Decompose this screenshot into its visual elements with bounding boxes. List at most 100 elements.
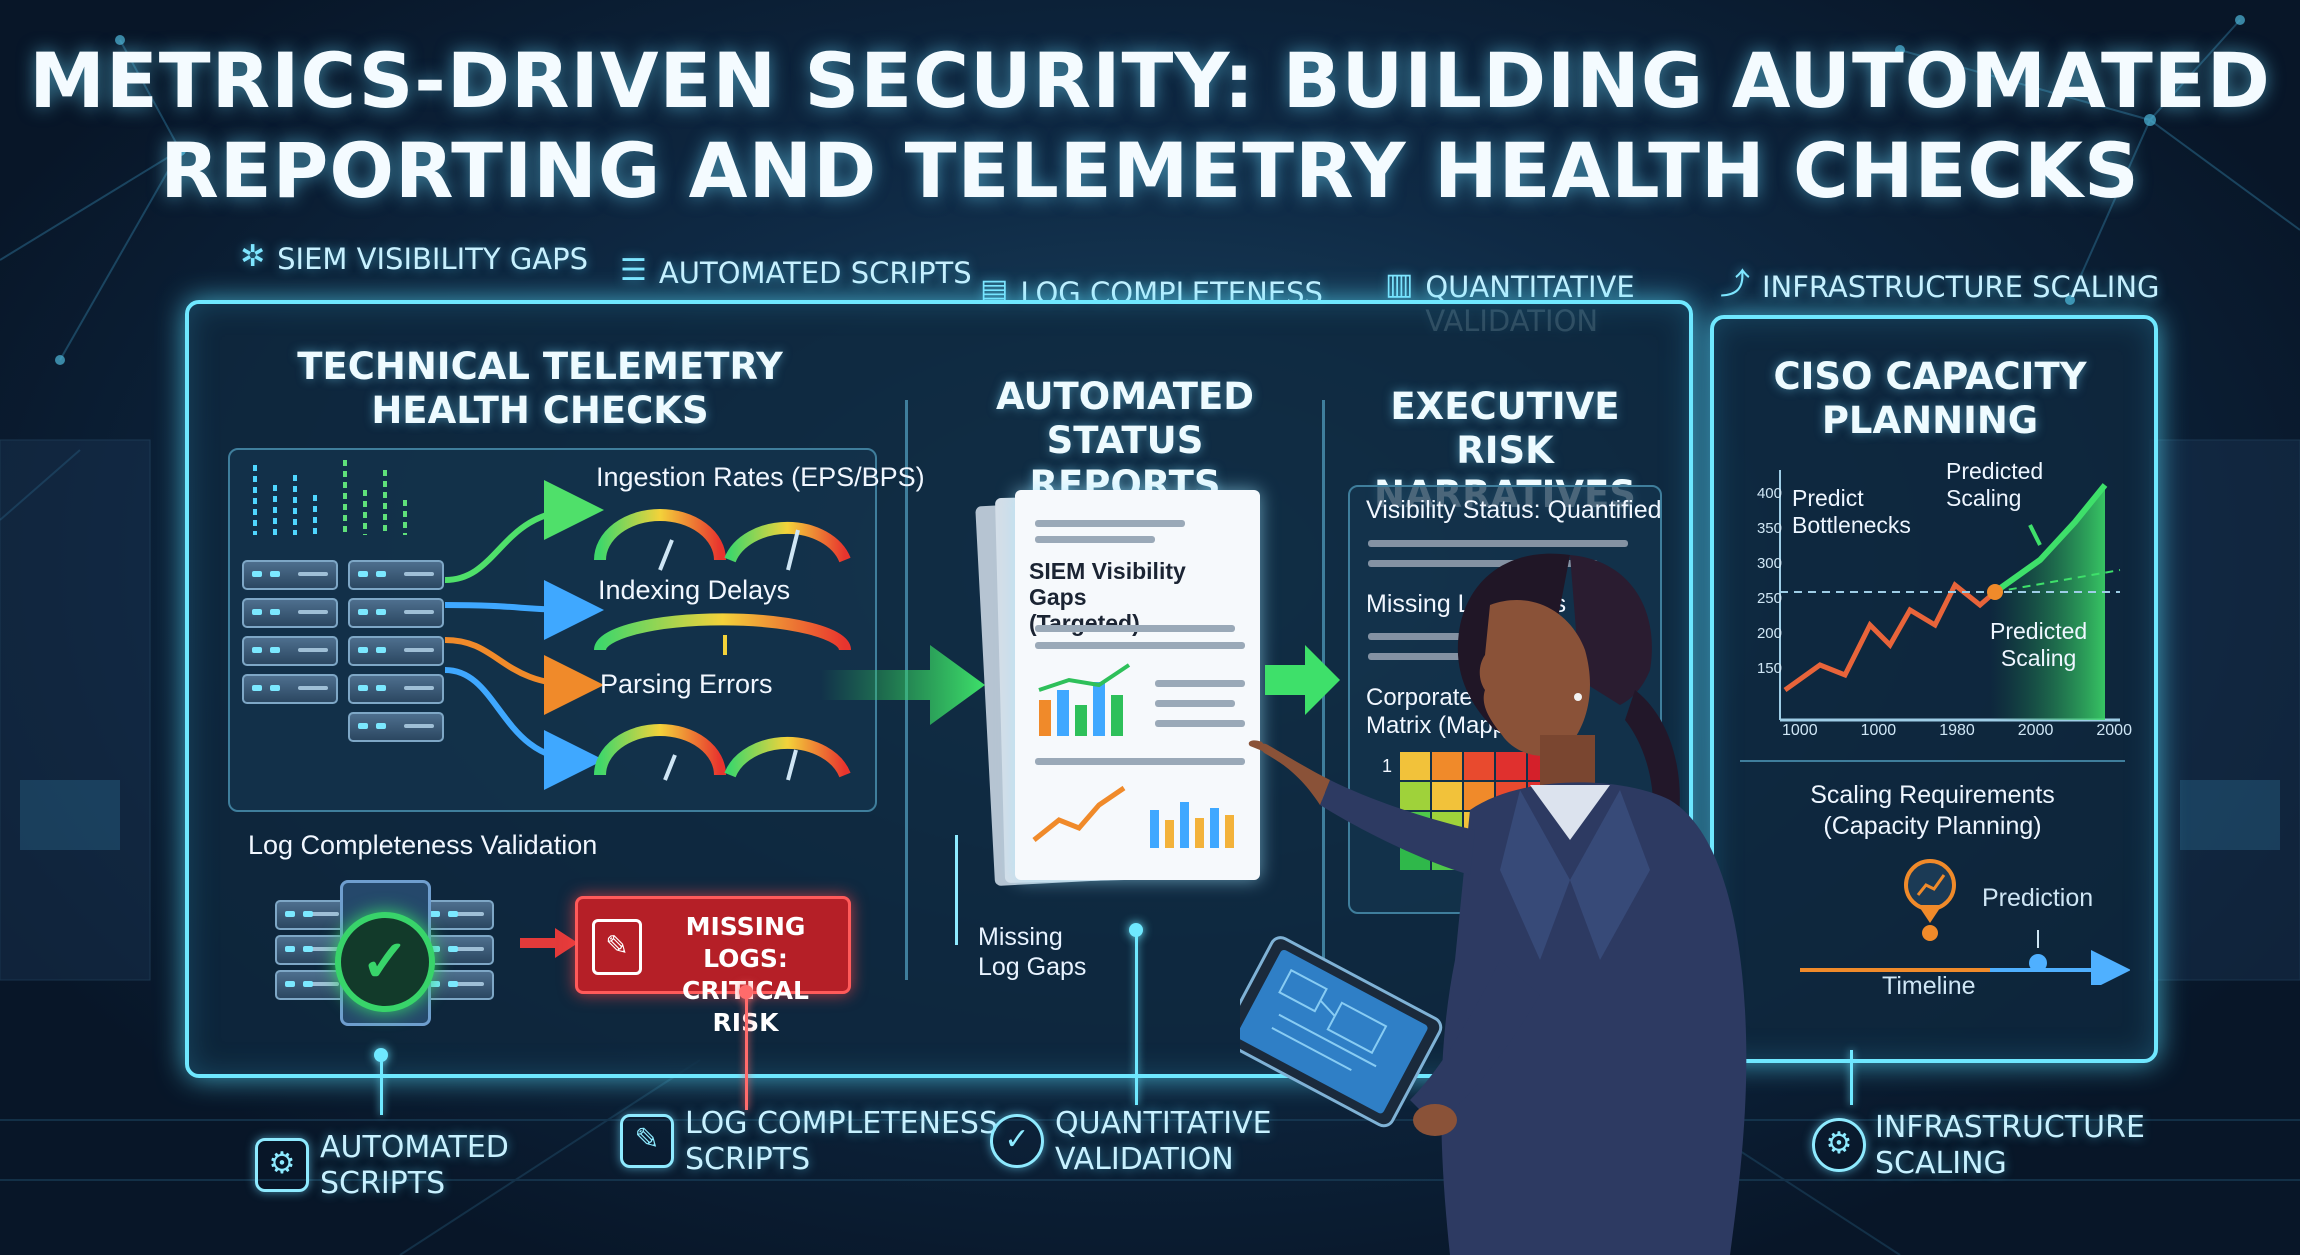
capacity-y-ticks: 400 350 300 250 200 150 [1742,476,1782,686]
missing-logs-alert: ✎ MISSING LOGS: CRITICAL RISK [575,896,851,1037]
connector-line [745,990,748,1110]
server-unit [275,900,349,930]
x-tick: 1000 [1860,722,1897,739]
server-unit [242,636,338,666]
doc-line [1155,700,1235,707]
flow-arrow-green-2 [1265,645,1340,715]
top-label-siem: ✲ SIEM VISIBILITY GAPS [240,239,589,277]
visibility-status-label: Visibility Status: Quantified [1366,496,1662,524]
telemetry-flow-arrows [444,480,851,790]
status-report-document: SIEM Visibility Gaps (Targeted) [1015,490,1260,880]
predicted-top-line2: Scaling [1946,485,2022,511]
callout-line1: Missing [978,923,1063,951]
bottom-label-infrastructure: INFRASTRUCTURE SCALING [1875,1110,2145,1182]
scaling-requirements-label: Scaling Requirements (Capacity Planning) [1760,780,2105,842]
doc-bar-chart-small [1150,802,1234,848]
server-unit [348,598,444,628]
predict-line2: Bottlenecks [1792,512,1911,538]
scaling-line2: (Capacity Planning) [1823,812,2042,840]
doc-line-chart [1032,785,1126,842]
telemetry-heading: TECHNICAL TELEMETRY HEALTH CHECKS [260,345,820,433]
predicted-scaling-top-label: Predicted Scaling [1946,458,2043,512]
missing-log-gaps-callout: Missing Log Gaps [978,922,1086,982]
server-unit [242,598,338,628]
doc-line [1155,680,1245,687]
script-gear-icon: ⚙ [255,1138,309,1192]
capacity-chart [1779,470,2121,722]
status-reports-heading-line1: AUTOMATED [995,375,1255,418]
document-edit-icon: ✎ [592,919,642,975]
bottom-label-log-completeness: LOG COMPLETENESS SCRIPTS [685,1106,998,1178]
prediction-label: Prediction [1982,884,2094,912]
bottom-label-line2: SCALING [1875,1146,2007,1181]
gear-icon: ⚙ [1812,1118,1866,1172]
top-label-scripts: ☰ AUTOMATED SCRIPTS [620,253,972,291]
predicted-mid-line2: Scaling [2000,645,2077,671]
ingestion-rates-label: Ingestion Rates (EPS/BPS) [596,462,925,492]
network-icon: ✲ [240,239,266,274]
doc-line [1035,536,1155,543]
ciso-heading: CISO CAPACITY PLANNING [1765,355,2095,443]
predict-line1: Predict [1792,485,1864,511]
x-tick: 1980 [1939,722,1975,739]
analyst-figure [1240,553,1747,1255]
bottom-label-line1: LOG COMPLETENESS [685,1106,999,1141]
matrix-row-1: 1 [1382,756,1393,776]
bottom-label-automated-scripts: AUTOMATED SCRIPTS [320,1130,509,1202]
indexing-delays-label: Indexing Delays [598,575,791,605]
predicted-scaling-mid-label: Predicted Scaling [1990,618,2087,672]
status-reports-heading: AUTOMATED STATUS REPORTS [955,375,1295,507]
telemetry-bars [253,460,407,535]
main-title-line2: REPORTING AND TELEMETRY HEALTH CHECKS [160,126,2140,215]
predict-bottlenecks-label: Predict Bottlenecks [1792,485,1911,539]
script-icon: ☰ [620,253,647,288]
callout-line2: Log Gaps [978,953,1087,981]
server-unit [242,674,338,704]
connector-line [1135,930,1138,1105]
predicted-top-line1: Predicted [1946,458,2044,484]
main-title-line1: METRICS-DRIVEN SECURITY: BUILDING AUTOMA… [29,36,2271,125]
check-circle-icon: ✓ [990,1114,1044,1168]
ciso-heading-line2: PLANNING [1821,399,2039,442]
parsing-errors-label: Parsing Errors [600,669,773,699]
bottom-label-line2: SCRIPTS [320,1166,446,1201]
connector-line [1850,1050,1853,1105]
y-tick: 200 [1756,625,1782,642]
check-icon: ✓ [335,912,435,1012]
scaling-line1: Scaling Requirements [1810,781,2055,809]
connector-line [380,1055,383,1115]
y-tick: 150 [1756,660,1782,677]
doc-title-line2: (Targeted) [1029,610,1140,636]
connector-node [739,985,753,999]
ciso-heading-line1: CISO CAPACITY [1773,355,2087,398]
timeline-label: Timeline [1882,972,1976,1000]
connector-node [1129,923,1143,937]
top-label-scripts-text: AUTOMATED SCRIPTS [658,256,972,290]
bottom-label-quantitative: QUANTITATIVE VALIDATION [1055,1106,1272,1178]
bottom-label-line2: VALIDATION [1055,1142,1234,1177]
y-tick: 250 [1756,590,1782,607]
timeline-graphic [1800,859,2130,985]
growth-chart-icon: ⤴ [1720,267,1750,302]
doc-line [1035,520,1185,527]
x-tick: 2000 [2017,722,2054,739]
top-label-siem-text: SIEM VISIBILITY GAPS [277,242,589,276]
y-tick: 300 [1756,555,1782,572]
doc-line [1035,758,1245,765]
top-label-infra: ⤴ INFRASTRUCTURE SCALING [1720,267,2160,305]
connector-node [374,1048,388,1062]
divider [1740,760,2125,762]
x-tick: 2000 [2096,722,2132,739]
executive-heading-line1: EXECUTIVE RISK [1390,385,1620,472]
bar-chart-icon: ▥ [1385,267,1414,302]
callout-line [955,835,958,945]
server-unit [420,900,494,930]
top-label-infra-text: INFRASTRUCTURE SCALING [1762,270,2160,304]
log-validation-title: Log Completeness Validation [248,830,598,860]
text-line [1368,560,1598,567]
telemetry-heading-line2: HEALTH CHECKS [371,389,709,432]
server-unit [242,560,338,590]
y-tick: 400 [1756,485,1782,502]
flow-arrow-green [820,645,985,725]
